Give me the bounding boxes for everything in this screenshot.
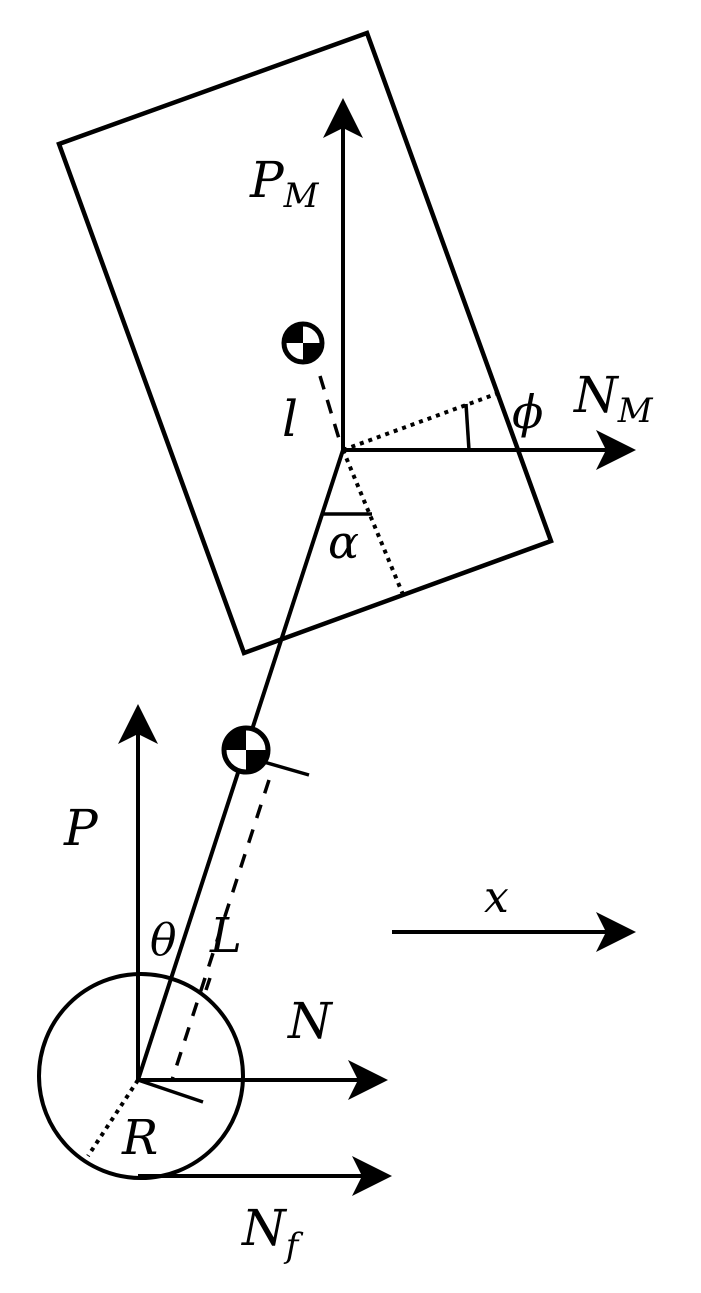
label-p: P — [63, 799, 99, 857]
l-length-tick-mid — [204, 977, 212, 991]
l-dashed-line — [318, 375, 342, 443]
label-phi: ϕ — [512, 385, 543, 439]
label-n-m: NM — [573, 366, 654, 431]
l-length-tick-bottom — [137, 1078, 204, 1104]
label-alpha: α — [328, 515, 359, 569]
body-rectangle — [56, 30, 554, 656]
label-p-m: PM — [249, 151, 320, 216]
radius-dotted-line — [86, 1078, 140, 1158]
center-of-mass-body-icon — [281, 321, 325, 365]
label-theta: θ — [150, 915, 177, 966]
l-length-dashed-line — [170, 779, 271, 1081]
label-l: l — [282, 390, 298, 448]
label-n-f: Nf — [241, 1199, 304, 1266]
phi-angle-tick — [464, 403, 471, 451]
label-x: x — [484, 872, 509, 923]
phi-reference-dotted-line — [342, 392, 497, 452]
label-L: L — [209, 908, 242, 964]
label-n: N — [287, 992, 334, 1050]
center-of-mass-rod-icon — [221, 725, 271, 775]
label-r: R — [121, 1110, 158, 1166]
